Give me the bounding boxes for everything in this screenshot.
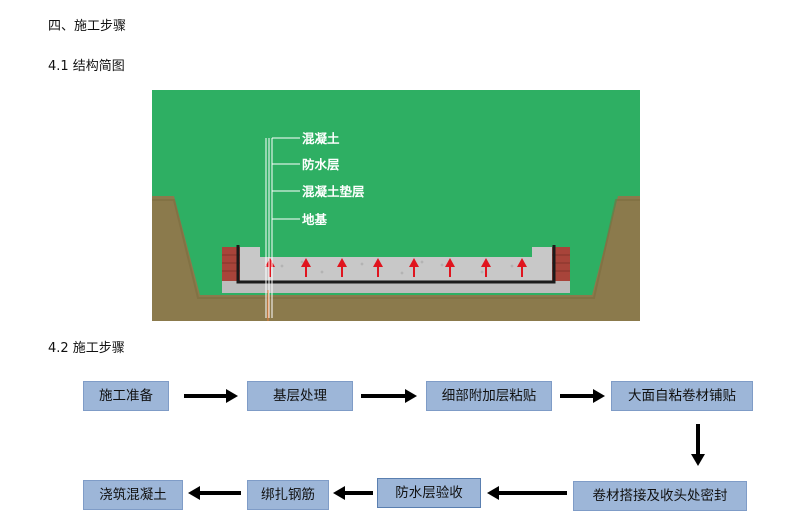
flow-arrow-right-3 — [560, 389, 605, 403]
pressure-arrows — [265, 258, 527, 277]
brick-wall-right — [552, 247, 570, 281]
label-concrete: 混凝土 — [302, 131, 340, 146]
flow-arrow-right-1 — [184, 389, 238, 403]
step-pour-concrete: 浇筑混凝土 — [83, 480, 183, 510]
section-title: 四、施工步骤 — [48, 19, 127, 34]
soil — [152, 196, 640, 321]
flow-arrow-left-2 — [333, 486, 373, 500]
structure-diagram: 混凝土 防水层 混凝土垫层 地基 — [152, 90, 640, 321]
subsection-title-steps: 4.2 施工步骤 — [48, 341, 125, 356]
flow-arrow-down — [691, 424, 705, 466]
flow-arrow-left-3 — [188, 486, 241, 500]
step-seam-sealing: 卷材搭接及收头处密封 — [573, 481, 747, 511]
brick-wall-left — [222, 247, 240, 281]
step-rebar-binding: 绑扎钢筋 — [247, 480, 329, 510]
flow-arrow-right-2 — [361, 389, 417, 403]
subsection-title-structure: 4.1 结构简图 — [48, 59, 125, 74]
step-detail-layer: 细部附加层粘贴 — [426, 381, 552, 411]
label-waterproof-layer: 防水层 — [302, 157, 340, 172]
step-inspection: 防水层验收 — [377, 478, 481, 508]
label-concrete-cushion: 混凝土垫层 — [302, 184, 365, 199]
flow-arrow-left-1 — [487, 486, 567, 500]
step-preparation: 施工准备 — [83, 381, 169, 411]
step-membrane-laying: 大面自粘卷材铺贴 — [611, 381, 753, 411]
waterproof-membrane — [236, 245, 556, 284]
concrete-slab — [240, 247, 552, 280]
label-foundation: 地基 — [302, 212, 328, 227]
step-base-treatment: 基层处理 — [247, 381, 353, 411]
